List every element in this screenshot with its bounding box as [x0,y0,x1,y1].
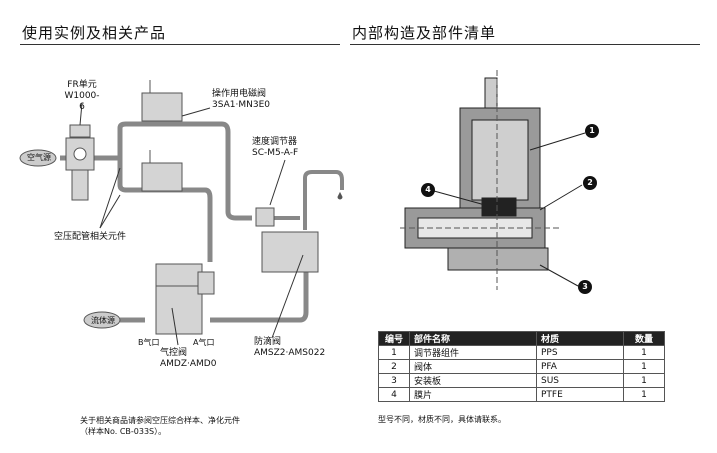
usage-diagram [19,80,344,346]
label-fluid-source: 流体源 [91,316,115,325]
callout-4: 4 [421,183,435,197]
callout-1: 1 [585,124,599,138]
callout-3: 3 [578,280,592,294]
callout-2: 2 [583,176,597,190]
table-note: 型号不同，材质不同，具体请联系。 [378,415,506,424]
label-port-b: B气口 [138,338,160,347]
section-title-structure: 内部构造及部件清单 [352,24,497,42]
label-air-source: 空气源 [27,153,51,162]
table-header: 编号 部件名称 材质 数量 [378,331,665,346]
cross-section-diagram [400,70,586,290]
usage-note: 关于相关商品请参阅空压综合样本、净化元件（样本No. CB-033S）。 [80,416,240,436]
label-piping: 空压配管相关元件 [54,232,127,242]
divider [350,44,700,45]
divider [20,44,340,45]
label-port-a: A气口 [193,338,215,347]
section-title-usage: 使用实例及相关产品 [22,24,167,42]
